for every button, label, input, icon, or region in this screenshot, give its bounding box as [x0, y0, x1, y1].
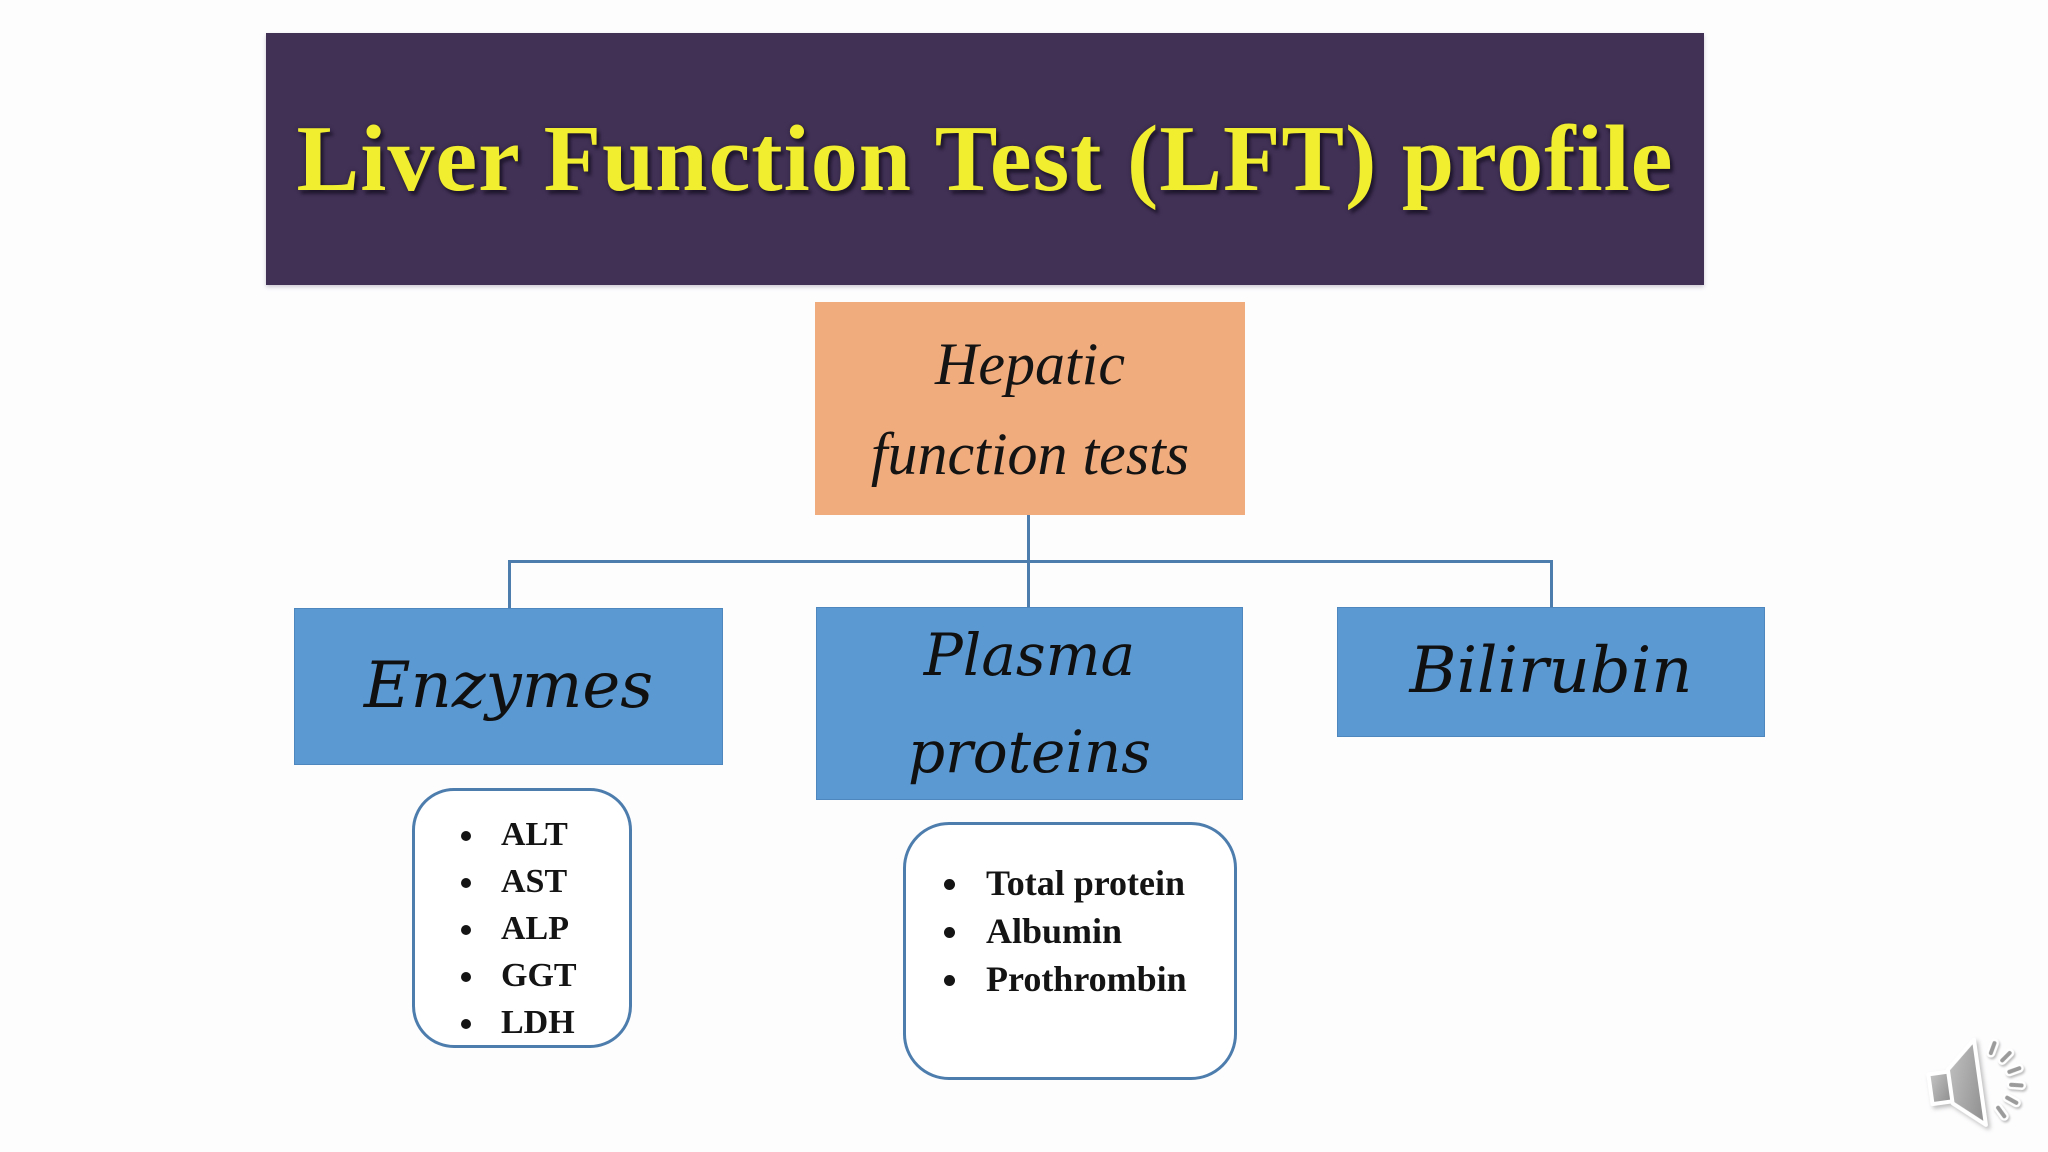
- plasma-proteins-list-box: Total proteinAlbuminProthrombin: [903, 822, 1237, 1080]
- node-label-line: Enzymes: [363, 648, 654, 723]
- list-item: Prothrombin: [972, 955, 1234, 1003]
- audio-speaker-icon[interactable]: [1916, 1024, 2034, 1142]
- connector-drop-bilirubin: [1550, 560, 1553, 607]
- node-hepatic-function-tests: Hepatic function tests: [815, 302, 1245, 515]
- node-enzymes: Enzymes: [294, 608, 723, 765]
- node-label-line: function tests: [870, 420, 1190, 487]
- speaker-cone: [1945, 1037, 1988, 1127]
- slide-title: Liver Function Test (LFT) profile: [296, 107, 1674, 211]
- plasma-proteins-list: Total proteinAlbuminProthrombin: [972, 859, 1234, 1003]
- list-item: Total protein: [972, 859, 1234, 907]
- list-item: Albumin: [972, 907, 1234, 955]
- node-plasma-proteins: Plasma proteins: [816, 607, 1243, 800]
- node-bilirubin: Bilirubin: [1337, 607, 1765, 737]
- node-label-line: Plasma: [923, 620, 1136, 689]
- node-label-line: Bilirubin: [1409, 634, 1693, 709]
- list-item: LDH: [487, 999, 629, 1046]
- enzymes-list-box: ALTASTALPGGTLDH: [412, 788, 632, 1048]
- sound-waves: [1986, 1038, 2027, 1121]
- list-item: ALT: [487, 811, 629, 858]
- connector-horizontal: [508, 560, 1553, 563]
- list-item: AST: [487, 858, 629, 905]
- connector-root-stub: [1027, 515, 1030, 562]
- node-label-line: Hepatic: [935, 330, 1125, 397]
- list-item: GGT: [487, 952, 629, 999]
- title-banner: Liver Function Test (LFT) profile: [266, 33, 1704, 285]
- node-label-line: proteins: [907, 717, 1152, 786]
- list-item: ALP: [487, 905, 629, 952]
- enzymes-list: ALTASTALPGGTLDH: [487, 811, 629, 1046]
- connector-drop-plasma: [1027, 560, 1030, 607]
- connector-drop-enzymes: [508, 560, 511, 608]
- speaker-group: [1926, 1037, 2027, 1127]
